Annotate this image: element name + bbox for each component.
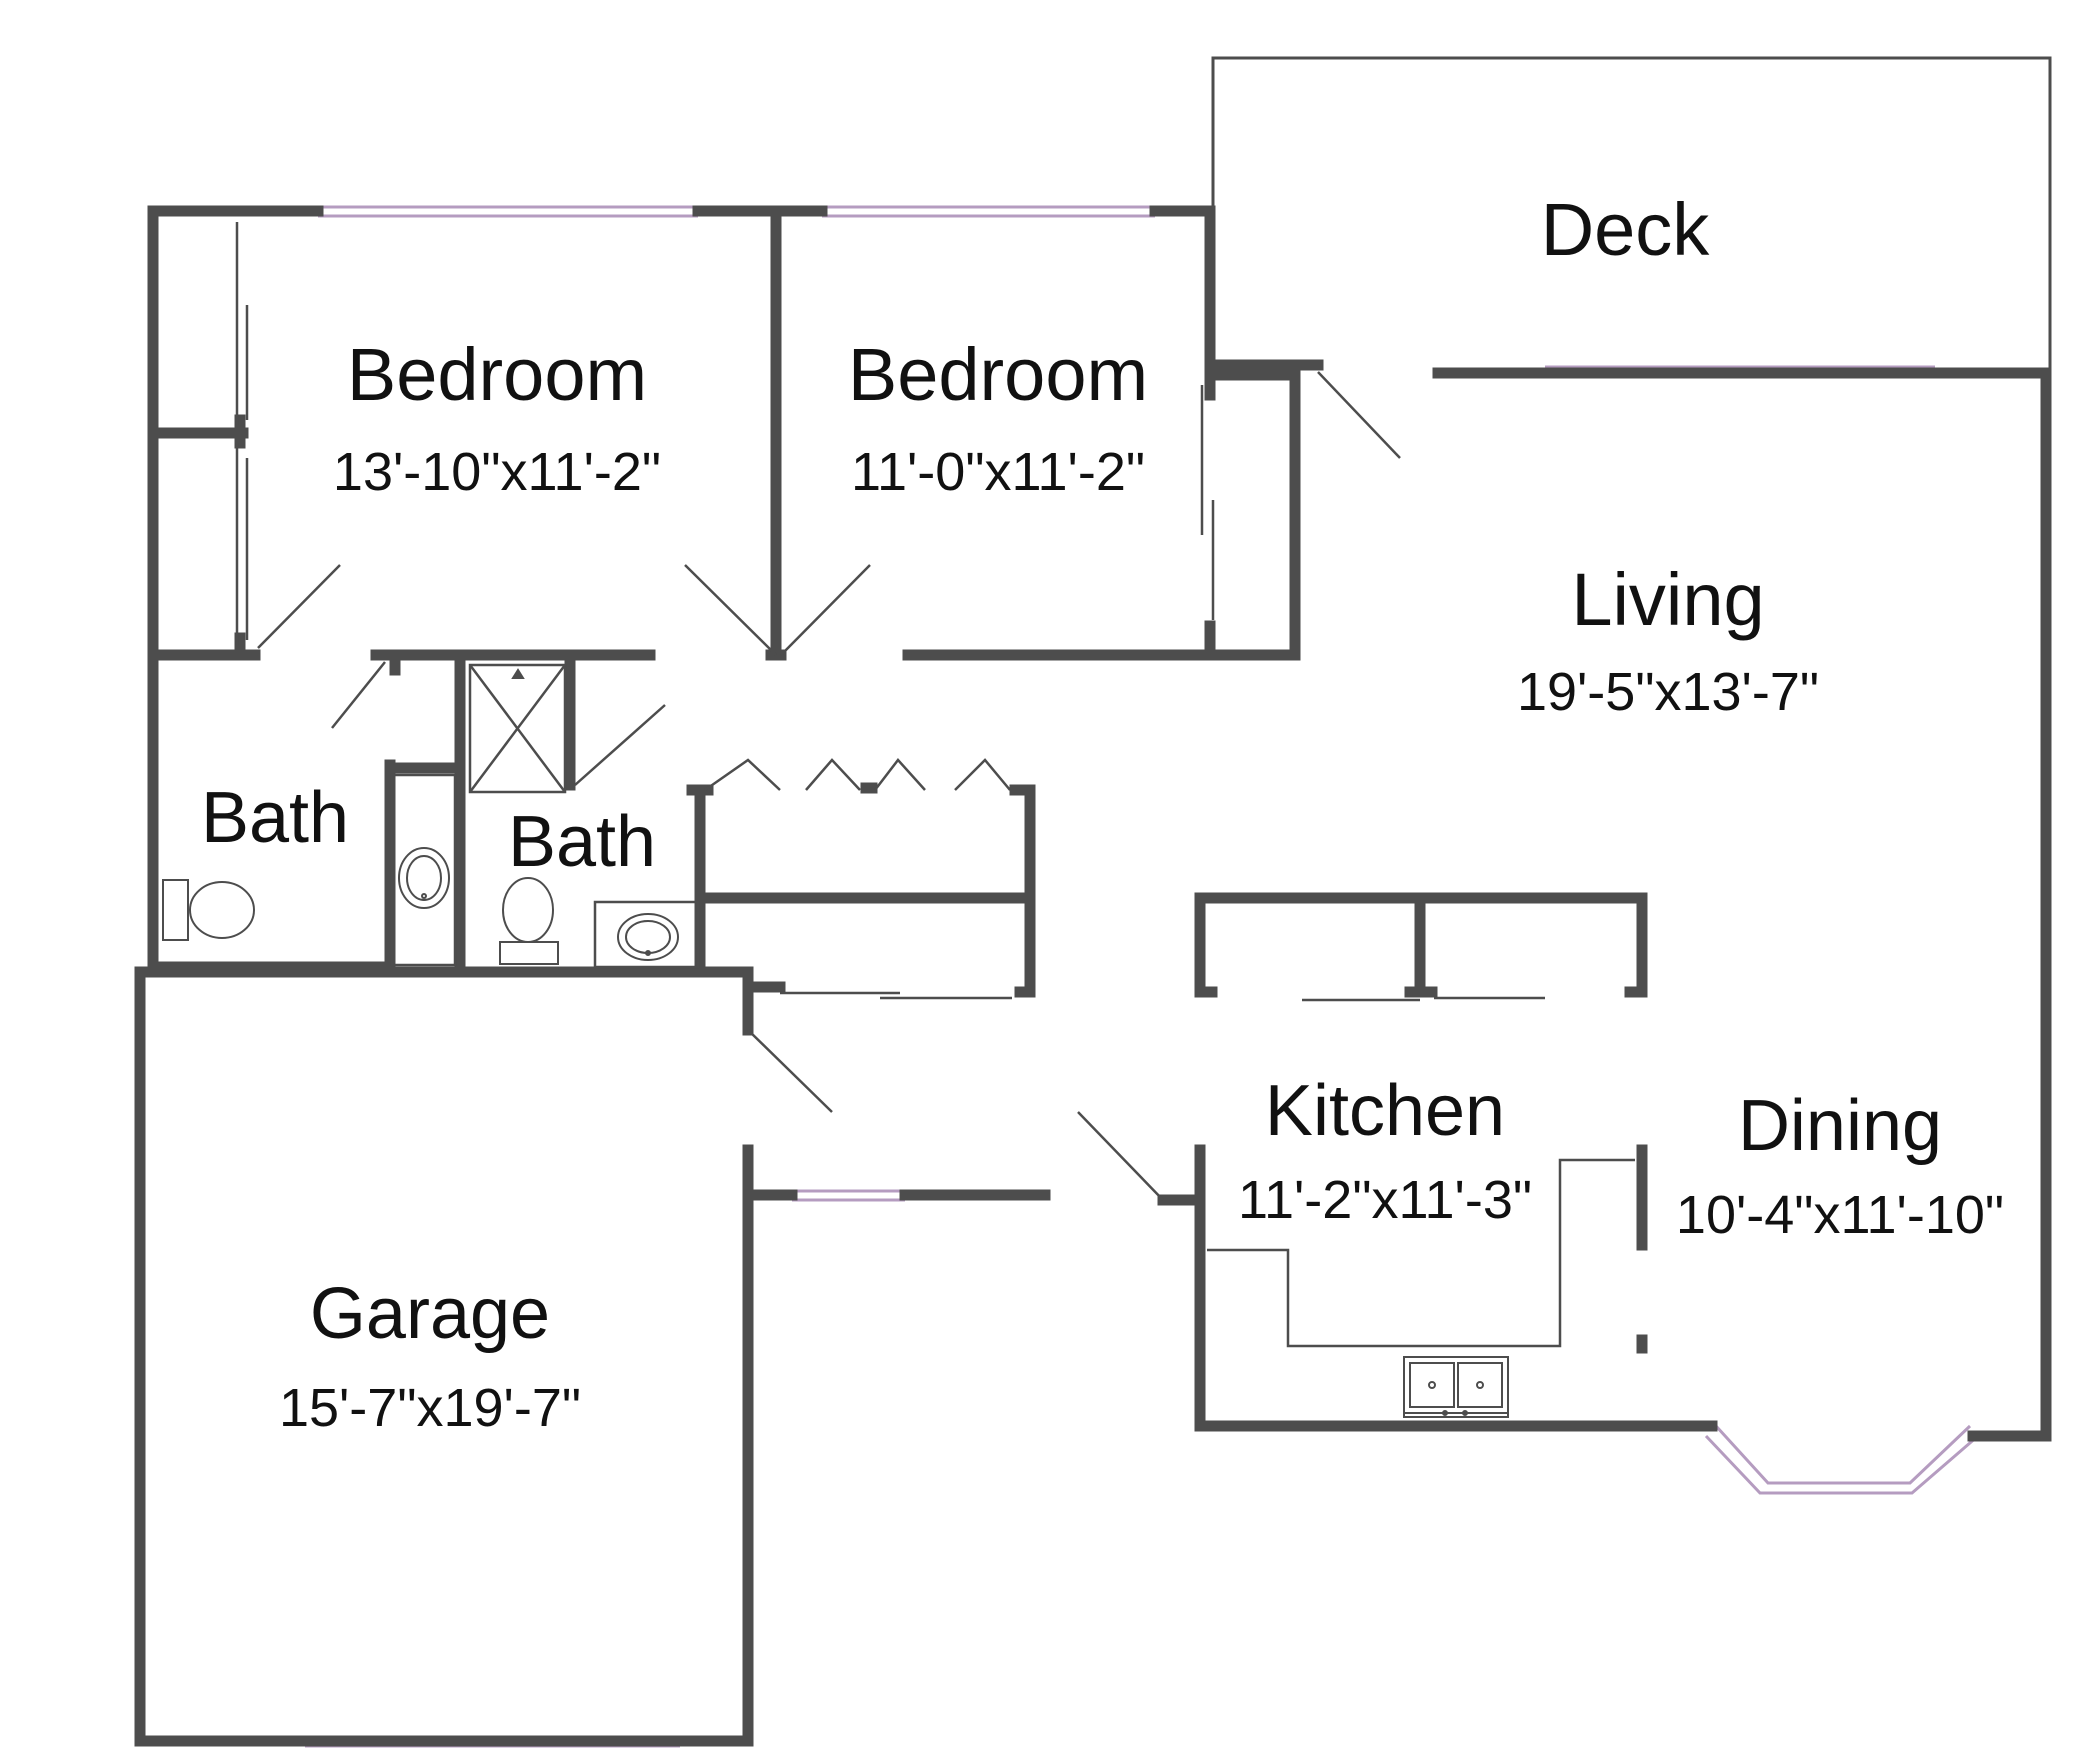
door-swing bbox=[574, 704, 666, 786]
room-dims-dining: 10'-4"x11'-10" bbox=[1676, 1185, 2004, 1245]
deck-outline bbox=[1211, 56, 2052, 368]
sink-icon bbox=[617, 913, 679, 961]
room-label-dining: Dining bbox=[1738, 1086, 1942, 1166]
room-dims-bedroom1: 13'-10"x11'-2" bbox=[333, 442, 661, 502]
room-dims-kitchen: 11'-2"x11'-3" bbox=[1238, 1170, 1532, 1230]
bifold-door bbox=[704, 758, 781, 792]
room-label-garage: Garage bbox=[310, 1274, 550, 1354]
room-label-bedroom2: Bedroom bbox=[848, 333, 1148, 416]
room-dims-bedroom2: 11'-0"x11'-2" bbox=[851, 442, 1145, 502]
shower bbox=[468, 663, 567, 794]
room-label-bedroom1: Bedroom bbox=[347, 333, 647, 416]
vanity bbox=[390, 773, 457, 967]
room-label-bath1: Bath bbox=[201, 778, 349, 858]
room-labels: Bedroom 13'-10"x11'-2" Bedroom 11'-0"x11… bbox=[201, 188, 2004, 1438]
walls bbox=[134, 205, 2052, 1747]
room-label-bath2: Bath bbox=[508, 802, 656, 882]
bifold-door bbox=[805, 758, 861, 791]
door-swing bbox=[747, 1029, 833, 1113]
door-swing bbox=[780, 564, 871, 656]
window-bedroom2-top bbox=[822, 205, 1155, 218]
thin-details bbox=[235, 222, 1635, 1348]
fixtures bbox=[162, 668, 1509, 1418]
door-swing bbox=[1317, 371, 1401, 459]
room-label-kitchen: Kitchen bbox=[1265, 1071, 1505, 1151]
kitchen-sink-icon bbox=[1403, 1356, 1509, 1418]
door-swing bbox=[684, 564, 777, 656]
window-bay bbox=[1704, 1424, 1979, 1495]
room-dims-living: 19'-5"x13'-7" bbox=[1517, 662, 1819, 722]
window-bedroom1-top bbox=[318, 205, 698, 218]
sink-icon bbox=[398, 847, 450, 909]
bifold-door bbox=[954, 758, 1011, 791]
kitchen-counter bbox=[1207, 1158, 1635, 1348]
window-garage-side bbox=[792, 1189, 905, 1202]
toilet-icon bbox=[162, 879, 255, 941]
door-swing bbox=[257, 564, 341, 649]
door-swing bbox=[1077, 1111, 1164, 1201]
room-label-living: Living bbox=[1571, 558, 1764, 641]
toilet-icon bbox=[499, 877, 559, 965]
room-label-deck: Deck bbox=[1541, 188, 1711, 271]
door-swing bbox=[331, 661, 386, 729]
vanity bbox=[593, 900, 700, 969]
shower-drain-icon bbox=[511, 668, 525, 679]
room-dims-garage: 15'-7"x19'-7" bbox=[279, 1378, 581, 1438]
bifold-door bbox=[874, 758, 926, 791]
